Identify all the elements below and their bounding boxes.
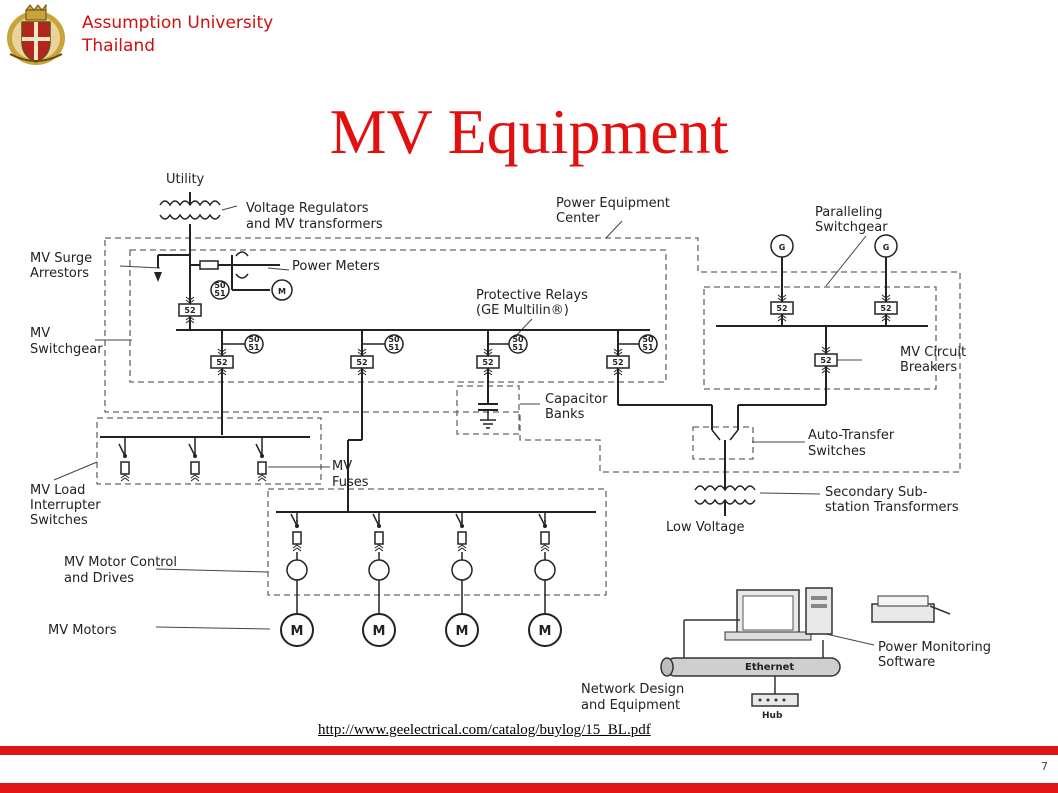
paralleling-switchgear: G G 52 52 52 bbox=[716, 234, 928, 430]
surge-arrestor-icon bbox=[154, 272, 162, 282]
incomer-relay: 50 51 bbox=[210, 280, 230, 300]
computer-icon bbox=[724, 587, 833, 641]
label-mv-switchgear-1: MV bbox=[30, 326, 50, 341]
university-name: Assumption University Thailand bbox=[82, 12, 273, 58]
svg-text:Ethernet: Ethernet bbox=[745, 662, 794, 673]
hub-icon: Hub bbox=[751, 693, 799, 721]
label-utility: Utility bbox=[166, 172, 205, 187]
label-paralleling-1: Paralleling bbox=[815, 205, 882, 220]
feeder-4: 50 51 52 bbox=[606, 330, 713, 430]
label-mv-circuit-1: MV Circuit bbox=[900, 345, 966, 360]
svg-text:52: 52 bbox=[184, 306, 195, 315]
label-secondary-1: Secondary Sub- bbox=[825, 485, 928, 500]
label-power-equipment-1: Power Equipment bbox=[556, 196, 670, 211]
feeder-2: 50 51 52 bbox=[347, 330, 404, 512]
svg-text:50: 50 bbox=[388, 335, 400, 344]
svg-text:52: 52 bbox=[880, 304, 891, 313]
pt-icon bbox=[235, 251, 249, 279]
source-link[interactable]: http://www.geelectrical.com/catalog/buyl… bbox=[318, 722, 651, 738]
motor-branch-1: M bbox=[280, 512, 314, 647]
svg-text:52: 52 bbox=[482, 358, 493, 367]
label-power-equipment-2: Center bbox=[556, 211, 600, 226]
label-mv-motors: MV Motors bbox=[48, 623, 117, 638]
motor-branch-2: M bbox=[362, 512, 396, 647]
incomer-breaker: 52 bbox=[178, 296, 202, 324]
svg-text:51: 51 bbox=[642, 343, 654, 352]
label-secondary-2: station Transformers bbox=[825, 500, 959, 515]
feeder-1: 50 51 52 bbox=[210, 330, 264, 435]
svg-text:51: 51 bbox=[248, 343, 260, 352]
motor-branch-4: M bbox=[528, 512, 562, 647]
label-mv-load-1: MV Load bbox=[30, 483, 85, 498]
university-line-2: Thailand bbox=[82, 36, 156, 56]
svg-text:M: M bbox=[373, 624, 386, 639]
svg-text:51: 51 bbox=[214, 289, 226, 298]
svg-text:52: 52 bbox=[356, 358, 367, 367]
slide-title: MV Equipment bbox=[329, 96, 729, 167]
label-network-design-2: and Equipment bbox=[581, 698, 680, 713]
label-protective-relays-1: Protective Relays bbox=[476, 288, 588, 303]
ethernet-cable: Ethernet bbox=[660, 619, 841, 694]
ct-icon bbox=[199, 260, 219, 270]
motor-branch-3: M bbox=[445, 512, 479, 647]
svg-text:51: 51 bbox=[388, 343, 400, 352]
mv-equipment-diagram: 50 51 M 52 50 51 52 bbox=[30, 172, 991, 721]
svg-text:51: 51 bbox=[512, 343, 524, 352]
printer-icon bbox=[871, 595, 951, 623]
svg-text:M: M bbox=[278, 287, 286, 296]
label-mv-circuit-2: Breakers bbox=[900, 360, 957, 375]
svg-text:52: 52 bbox=[612, 358, 623, 367]
label-mv-fuses-2: Fuses bbox=[332, 475, 369, 490]
svg-text:M: M bbox=[539, 624, 552, 639]
svg-text:G: G bbox=[883, 243, 890, 252]
svg-text:50: 50 bbox=[248, 335, 260, 344]
label-capacitor-1: Capacitor bbox=[545, 392, 608, 407]
auto-transfer-switch bbox=[711, 429, 739, 490]
label-mv-motor-control-1: MV Motor Control bbox=[64, 555, 177, 570]
svg-text:52: 52 bbox=[820, 356, 831, 365]
svg-text:50: 50 bbox=[214, 281, 226, 290]
label-voltage-regulators-1: Voltage Regulators bbox=[246, 201, 369, 216]
label-protective-relays-2: (GE Multilin®) bbox=[476, 303, 569, 318]
label-auto-transfer-1: Auto-Transfer bbox=[808, 428, 895, 443]
svg-text:50: 50 bbox=[512, 335, 524, 344]
label-voltage-regulators-2: and MV transformers bbox=[246, 217, 383, 232]
footer-bar-top bbox=[0, 746, 1058, 755]
university-crest-icon bbox=[7, 4, 65, 65]
power-meter: M bbox=[271, 279, 293, 301]
svg-text:M: M bbox=[456, 624, 469, 639]
label-mv-surge-1: MV Surge bbox=[30, 251, 92, 266]
label-paralleling-2: Switchgear bbox=[815, 220, 888, 235]
label-mv-fuses-1: MV bbox=[332, 459, 352, 474]
label-mv-surge-2: Arrestors bbox=[30, 266, 89, 281]
utility-transformer-icon bbox=[159, 200, 221, 220]
label-mv-load-3: Switches bbox=[30, 513, 88, 528]
load-interrupter-switches bbox=[100, 436, 310, 482]
label-capacitor-2: Banks bbox=[545, 407, 585, 422]
svg-text:52: 52 bbox=[216, 358, 227, 367]
page-number: 7 bbox=[1041, 760, 1048, 773]
svg-text:M: M bbox=[291, 624, 304, 639]
footer-bar-bottom bbox=[0, 783, 1058, 793]
label-mv-switchgear-2: Switchgear bbox=[30, 342, 103, 357]
svg-text:52: 52 bbox=[776, 304, 787, 313]
feeder-3-capacitor: 50 51 52 bbox=[476, 330, 528, 429]
svg-text:Hub: Hub bbox=[762, 711, 783, 721]
svg-text:G: G bbox=[779, 243, 786, 252]
label-mv-motor-control-2: and Drives bbox=[64, 571, 134, 586]
label-power-monitoring-1: Power Monitoring bbox=[878, 640, 991, 655]
label-power-meters: Power Meters bbox=[292, 259, 380, 274]
leader-lines bbox=[53, 205, 875, 646]
label-mv-load-2: Interrupter bbox=[30, 498, 101, 513]
dashed-enclosures bbox=[96, 237, 961, 596]
label-auto-transfer-2: Switches bbox=[808, 444, 866, 459]
label-power-monitoring-2: Software bbox=[878, 655, 935, 670]
svg-text:50: 50 bbox=[642, 335, 654, 344]
university-line-1: Assumption University bbox=[82, 13, 274, 33]
label-network-design-1: Network Design bbox=[581, 682, 684, 697]
label-low-voltage: Low Voltage bbox=[666, 520, 745, 535]
